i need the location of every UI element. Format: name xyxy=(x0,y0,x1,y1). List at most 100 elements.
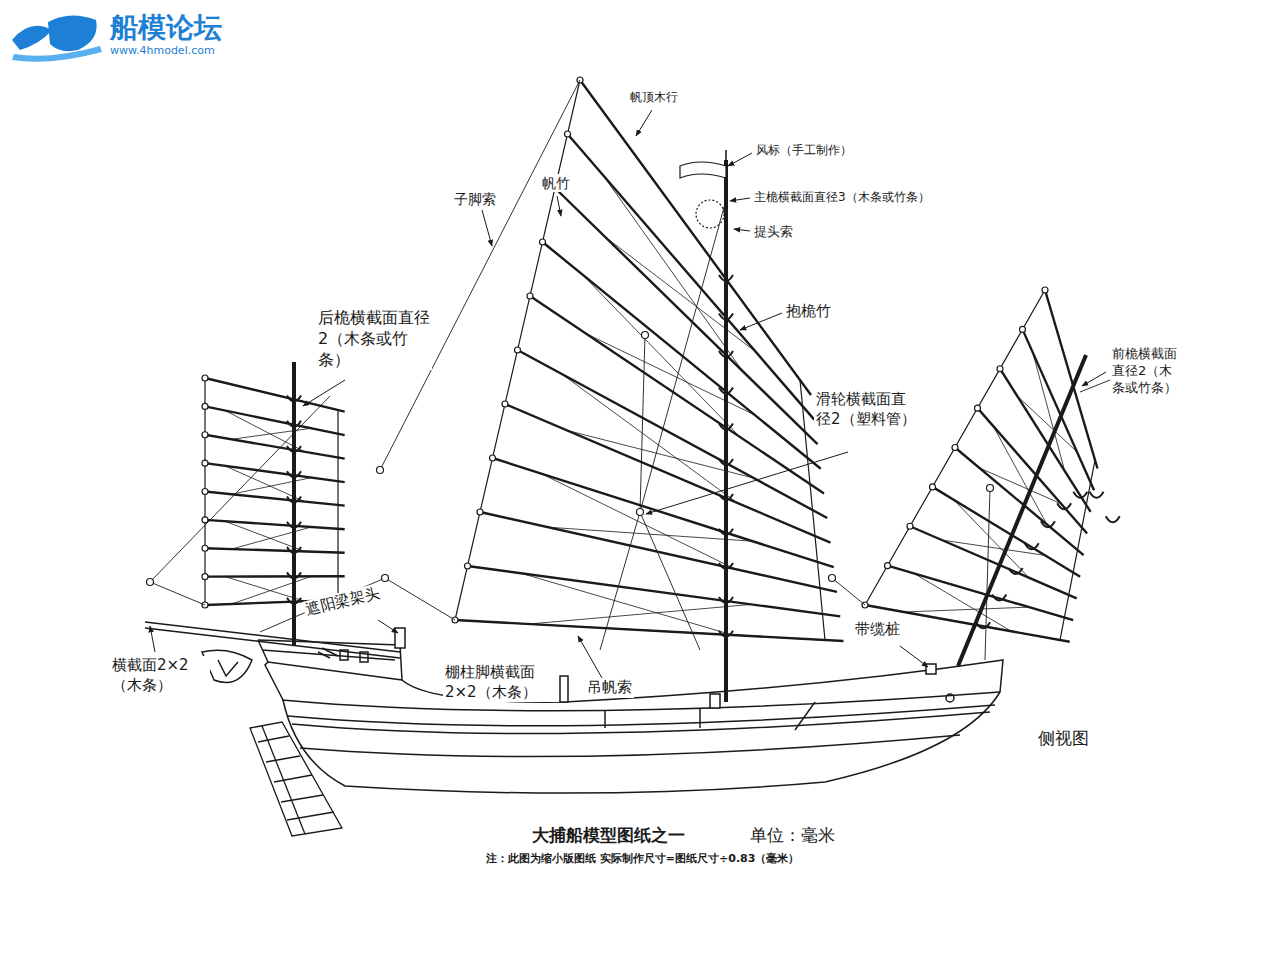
sail-line xyxy=(529,604,752,624)
rope xyxy=(380,80,580,470)
batten-end xyxy=(202,432,208,438)
mast xyxy=(958,355,1086,666)
pulley xyxy=(829,575,836,582)
sail-line xyxy=(1017,396,1077,452)
batten-end xyxy=(1042,287,1048,293)
sail-batten xyxy=(910,526,1077,598)
batten-end xyxy=(202,375,208,381)
rope xyxy=(640,200,726,512)
batten-end xyxy=(202,545,208,551)
fore-sail xyxy=(862,287,1120,666)
mast-hoop xyxy=(1041,521,1055,527)
sail-batten xyxy=(205,378,345,412)
batten-end xyxy=(975,405,981,411)
rope xyxy=(260,578,385,632)
part-label: 帆顶木行 xyxy=(628,90,680,106)
sail-line xyxy=(942,540,1045,555)
leader-line xyxy=(740,313,782,330)
part-label: 后桅横截面直径2（木条或竹条） xyxy=(316,308,432,370)
sail-batten xyxy=(505,404,831,543)
sail-batten xyxy=(978,408,1088,533)
sail-batten xyxy=(1000,369,1091,512)
sail-line xyxy=(993,426,1047,524)
mast-hoop xyxy=(287,547,301,553)
watermark: www.4hmodel.com xyxy=(108,44,217,58)
leader-line xyxy=(378,620,398,633)
part-label: 侧视图 xyxy=(1036,727,1091,749)
batten-end xyxy=(202,460,208,466)
mast-hoop xyxy=(719,597,733,603)
rope xyxy=(150,396,330,582)
batten-end xyxy=(502,401,508,407)
batten-end xyxy=(907,523,913,529)
leader-line xyxy=(636,110,652,136)
part-label: 单位：毫米 xyxy=(748,824,837,846)
mast-hoop xyxy=(287,598,301,604)
leader-line xyxy=(734,229,750,231)
part-label: 横截面2×2（木条） xyxy=(110,656,210,695)
sail-cloth xyxy=(205,378,338,605)
drawing-title: 大捕船模型图纸之一 xyxy=(530,824,687,846)
mast-hoop xyxy=(719,563,733,569)
batten-end xyxy=(477,509,483,515)
rope xyxy=(985,488,990,660)
sail-line xyxy=(521,573,733,635)
leader-line xyxy=(557,196,561,216)
sail-line xyxy=(562,374,738,503)
sail-batten xyxy=(468,566,841,616)
sail-batten xyxy=(205,435,345,459)
batten-end xyxy=(885,563,891,569)
sail-line xyxy=(548,527,753,541)
sail-line xyxy=(541,474,735,569)
mast-hoop xyxy=(719,631,733,637)
mast-hoop xyxy=(287,497,301,503)
pulley xyxy=(642,332,649,339)
logo-mark xyxy=(12,15,102,61)
sail-line xyxy=(904,607,1029,612)
part-label: 帆竹 xyxy=(540,174,572,192)
batten-end xyxy=(515,347,521,353)
mast-hoop xyxy=(719,351,733,357)
mast-hoop xyxy=(992,594,1006,600)
sail-batten xyxy=(455,620,844,641)
sail-line xyxy=(1033,352,1065,471)
rope xyxy=(640,512,700,650)
pulley xyxy=(987,485,994,492)
mast-hoop xyxy=(287,572,301,578)
batten-end xyxy=(490,455,496,461)
mast-hoop xyxy=(1106,516,1120,522)
wind-vane xyxy=(680,150,726,178)
batten-end xyxy=(202,403,208,409)
sail-batten xyxy=(555,188,818,444)
part-label: 风标（手工制作） xyxy=(754,143,854,159)
mast-hoop xyxy=(719,494,733,500)
mast-hoop xyxy=(287,471,301,477)
part-label: 滑轮横截面直径2（塑料管） xyxy=(814,390,918,429)
rope xyxy=(640,335,645,512)
mast-hoop xyxy=(287,421,301,427)
sail-batten xyxy=(205,575,345,578)
batten-end xyxy=(527,293,533,299)
pulley xyxy=(147,579,154,586)
leader-line xyxy=(150,626,155,652)
mast-hoop xyxy=(719,313,733,319)
leader-line xyxy=(646,452,848,514)
part-label: 吊帆索 xyxy=(585,678,634,698)
mast-hoop xyxy=(1073,492,1087,498)
part-label: 棚柱脚横截面2×2（木条） xyxy=(443,663,559,702)
watermark: 船模论坛 xyxy=(108,10,224,46)
hull xyxy=(145,622,1003,793)
sail-line xyxy=(914,573,1011,631)
leader-line xyxy=(303,380,345,406)
sail-line xyxy=(605,237,756,352)
rope xyxy=(150,582,205,605)
sail-batten xyxy=(1023,329,1095,490)
mast-hoop xyxy=(1009,568,1023,574)
batten-end xyxy=(540,239,546,245)
leader-line xyxy=(728,153,752,166)
leader-line xyxy=(1082,372,1106,386)
sail-batten xyxy=(530,296,824,493)
pulley xyxy=(382,575,389,582)
rope xyxy=(385,578,455,620)
